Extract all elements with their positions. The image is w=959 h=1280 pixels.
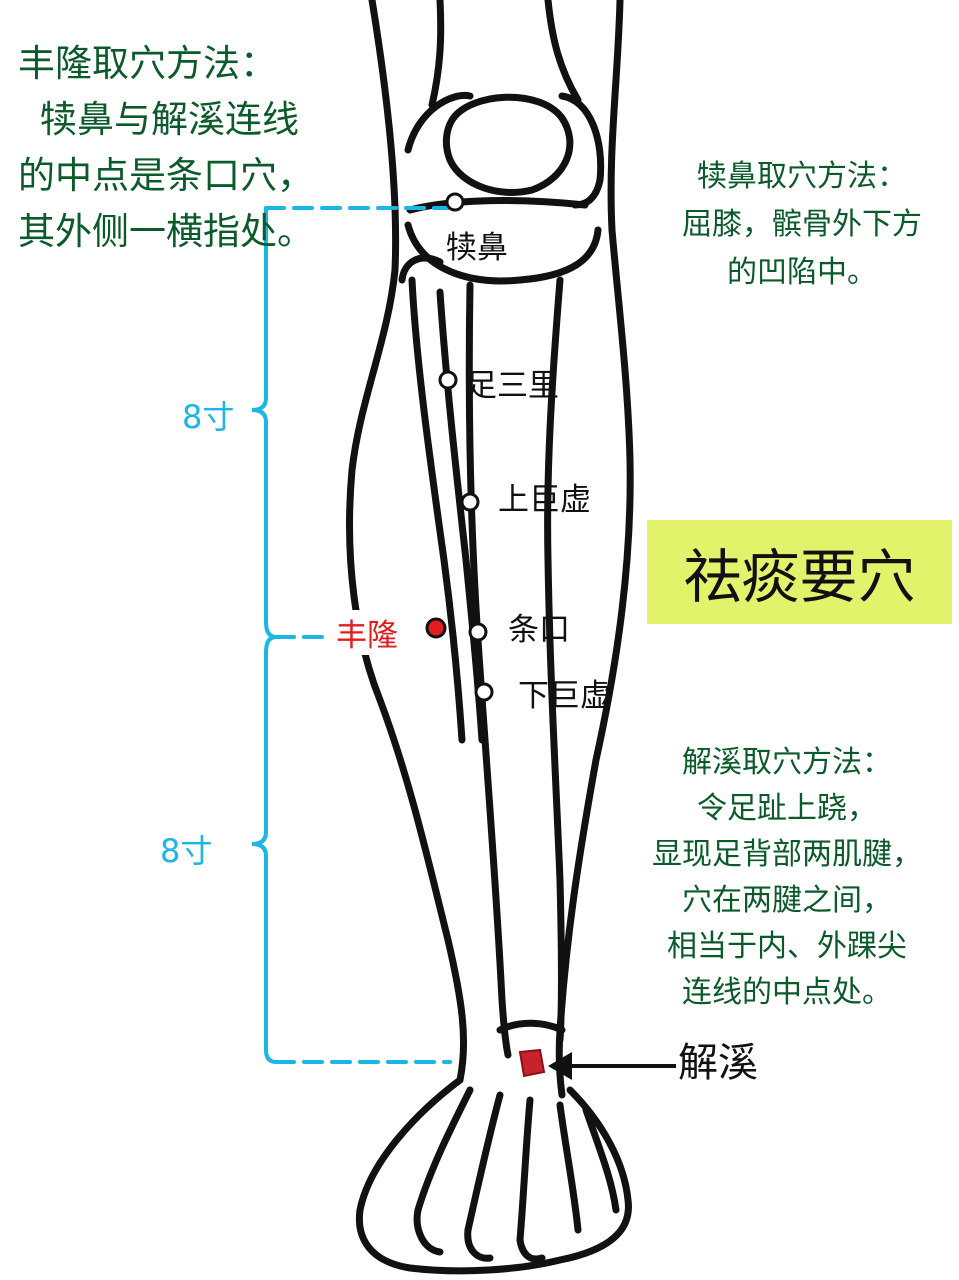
toe-bones [413,1206,546,1263]
lower-measurement-label: 8寸 [160,832,213,870]
fibula-right-edge [436,288,486,744]
jiexi-arrow-head [548,1052,572,1080]
xiajuxu-point [474,682,494,702]
lower-brace [251,635,278,1064]
jiexi-method-note: 解溪取穴方法： 令足趾上跷， 显现足背部两肌腱， 穴在两腱之间， 相当于内、外踝… [622,740,952,1016]
fenglong-note-line: 丰隆取穴方法： [18,42,277,85]
jiexi-note-line: 解溪取穴方法： [682,745,892,780]
jiexi-note-line: 相当于内、外踝尖 [667,929,907,964]
dubi-point [445,192,465,212]
jiexi-note-line: 连线的中点处。 [682,975,892,1010]
jiexi-label: 解溪 [678,1040,758,1086]
leg-outline-left [346,0,468,1084]
dubi-label: 犊鼻 [446,230,508,266]
jiexi-note-line: 穴在两腱之间， [682,883,892,918]
dubi-note-line: 犊鼻取穴方法： [697,159,907,194]
shangjuxu-point [460,492,480,512]
jiexi-note-line: 令足趾上跷， [697,791,877,826]
foot-bones [414,1086,620,1244]
shangjuxu-label: 上巨虚 [498,482,591,518]
patella [442,93,574,196]
femur-left-edge [428,0,445,109]
tibia-right-edge [544,276,565,1044]
fibula-head [398,254,444,284]
ankle-joint [496,1019,566,1034]
jiexi-note-line: 显现足背部两肌腱， [652,837,922,872]
foot-outline [355,1076,632,1275]
dubi-note-line: 屈膝，髌骨外下方 [682,207,922,242]
fenglong-point [425,617,447,639]
fenglong-note-line: 的中点是条口穴， [18,154,314,197]
zusanli-label: 足三里 [466,368,559,404]
tiaokou-point [468,622,488,642]
upper-measurement-label: 8寸 [182,398,235,436]
fibula-left-edge [408,276,466,744]
fenglong-method-note: 丰隆取穴方法： 犊鼻与解溪连线 的中点是条口穴， 其外侧一横指处。 [18,36,314,260]
zusanli-point [438,370,458,390]
jiexi-point [518,1048,546,1078]
tiaokou-label: 条口 [508,612,570,648]
dubi-method-note: 犊鼻取穴方法： 屈膝，髌骨外下方 的凹陷中。 [652,153,952,297]
leg-outline-right [555,0,634,1099]
phlegm-point-banner: 祛痰要穴 [647,520,952,624]
upper-brace [251,206,278,639]
xiajuxu-label: 下巨虚 [518,678,611,714]
dubi-note-line: 的凹陷中。 [727,255,877,290]
fenglong-label: 丰隆 [334,610,400,655]
fenglong-note-line: 犊鼻与解溪连线 [40,98,299,141]
fenglong-note-line: 其外侧一横指处。 [18,210,314,253]
femur-right-edge [544,0,582,104]
